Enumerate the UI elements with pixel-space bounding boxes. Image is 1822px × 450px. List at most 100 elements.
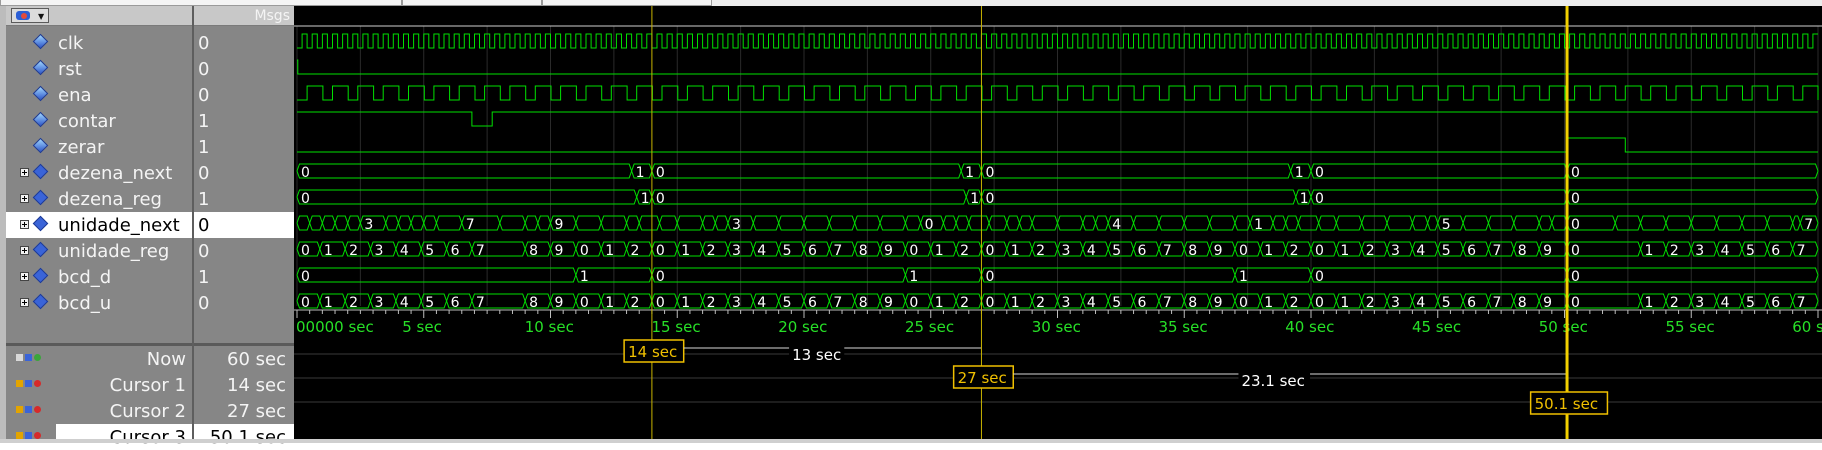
wave-menu-button[interactable]: ▼ [11, 8, 49, 23]
wave-dezena-reg-segment[interactable] [1310, 189, 1568, 205]
wave-unidade-next-segment[interactable] [803, 215, 830, 231]
wave-unidade-next-segment[interactable] [1386, 215, 1413, 231]
plus-box-icon[interactable] [20, 246, 29, 255]
wave-unidade-next-segment[interactable] [1640, 215, 1667, 231]
wave-bcd-d-segment[interactable] [1310, 267, 1568, 283]
wave-unidade-next-segment[interactable] [778, 215, 805, 231]
wave-unidade-next-segment[interactable] [879, 215, 906, 231]
wave-unidade-next-segment[interactable] [828, 215, 856, 231]
wave-dezena-next-segment[interactable] [296, 163, 633, 179]
wave-dezena-next-segment[interactable] [651, 163, 962, 179]
wave-bcd-d-segment[interactable] [296, 267, 577, 283]
plus-box-icon[interactable] [20, 194, 29, 203]
wave-clk[interactable] [297, 33, 1818, 49]
wave-unidade-next-segment[interactable] [955, 215, 970, 231]
signal-value-zerar[interactable]: 1 [194, 134, 294, 160]
cursor-time-box-1[interactable] [623, 339, 685, 363]
wave-unidade-next-segment[interactable] [1792, 215, 1801, 231]
wave-unidade-next-segment[interactable] [988, 215, 1008, 231]
now-row[interactable]: Now [6, 346, 192, 372]
wave-unidade-next-segment[interactable] [714, 215, 729, 231]
delete-icon[interactable] [34, 380, 41, 387]
signal-row-dezena-next[interactable]: dezena_next [6, 160, 192, 186]
wave-unidade-next-segment[interactable] [1133, 215, 1160, 231]
wave-unidade-reg-segment[interactable] [1792, 241, 1819, 257]
wave-unidade-next-segment[interactable] [626, 215, 640, 231]
wave-unidade-next-segment[interactable] [752, 215, 780, 231]
wave-unidade-next-segment[interactable] [1031, 215, 1059, 231]
signal-value-ena[interactable]: 0 [194, 82, 294, 108]
wave-bcd-d-segment[interactable] [1566, 267, 1819, 283]
signal-value-dezena-next[interactable]: 0 [194, 160, 294, 186]
now-value[interactable]: 60 sec [194, 346, 294, 372]
top-tab-2[interactable] [402, 0, 542, 6]
wave-unidade-next-segment[interactable] [397, 215, 412, 231]
wave-unidade-next-segment[interactable] [321, 215, 336, 231]
signal-row-dezena-reg[interactable]: dezena_reg [6, 186, 192, 212]
wave-unidade-next-segment[interactable] [1690, 215, 1718, 231]
wave-unidade-next-segment[interactable] [435, 215, 463, 231]
wrench-icon[interactable] [25, 406, 32, 413]
add-cursor-icon[interactable] [34, 354, 41, 361]
wave-unidade-next-segment[interactable] [968, 215, 990, 231]
wrench-icon[interactable] [25, 432, 32, 439]
wave-dezena-reg-segment[interactable] [980, 189, 1297, 205]
wave-unidade-next-segment[interactable] [1056, 215, 1084, 231]
signal-row-rst[interactable]: rst [6, 56, 192, 82]
wave-unidade-next-segment[interactable] [942, 215, 957, 231]
lock-icon[interactable] [16, 432, 23, 439]
signal-value-bcd-d[interactable]: 1 [194, 264, 294, 290]
wave-unidade-next-segment[interactable] [1297, 215, 1320, 231]
wave-unidade-next-segment[interactable] [296, 215, 311, 231]
signal-value-dezena-reg[interactable]: 1 [194, 186, 294, 212]
signal-row-ena[interactable]: ena [6, 82, 192, 108]
wave-dezena-reg-segment[interactable] [296, 189, 638, 205]
wave-contar[interactable] [297, 111, 1818, 127]
wave-unidade-next-segment[interactable] [1335, 215, 1363, 231]
wave-unidade-next-segment[interactable] [1082, 215, 1097, 231]
wave-unidade-next-segment[interactable] [499, 215, 526, 231]
wave-unidade-next-segment[interactable] [676, 215, 704, 231]
wave-unidade-next-segment[interactable] [702, 215, 716, 231]
wrench-icon[interactable] [25, 380, 32, 387]
wave-unidade-next-segment[interactable] [1427, 215, 1439, 231]
wave-dezena-next-segment[interactable] [1566, 163, 1819, 179]
horizontal-scrollbar[interactable] [0, 439, 1822, 443]
wave-unidade-next-segment[interactable] [638, 215, 661, 231]
bars-icon[interactable] [16, 354, 23, 361]
delete-icon[interactable] [34, 432, 41, 439]
plus-box-icon[interactable] [20, 220, 29, 229]
wave-dezena-reg-segment[interactable] [651, 189, 967, 205]
signal-row-bcd-d[interactable]: bcd_d [6, 264, 192, 290]
wave-unidade-next-segment[interactable] [575, 215, 602, 231]
wave-unidade-next-segment[interactable] [1285, 215, 1299, 231]
wave-unidade-next-segment[interactable] [1158, 215, 1185, 231]
wave-dezena-next-segment[interactable] [1310, 163, 1568, 179]
wave-unidade-next-segment[interactable] [1538, 215, 1553, 231]
signal-row-contar[interactable]: contar [6, 108, 192, 134]
wave-unidade-next-segment[interactable] [1209, 215, 1236, 231]
value-pane-separator[interactable] [194, 343, 294, 346]
plus-box-icon[interactable] [20, 272, 29, 281]
wave-unidade-next-segment[interactable] [1716, 215, 1743, 231]
plus-box-icon[interactable] [20, 168, 29, 177]
wave-unidade-next-segment[interactable] [524, 215, 539, 231]
signal-value-unidade-next[interactable]: 0 [194, 212, 294, 238]
wave-unidade-next-segment[interactable] [334, 215, 349, 231]
cursor-time-box-2[interactable] [952, 365, 1015, 389]
cursor-row-2[interactable]: Cursor 2 [6, 398, 192, 424]
wave-zerar[interactable] [297, 137, 1818, 153]
cursor-row-1[interactable]: Cursor 1 [6, 372, 192, 398]
delete-icon[interactable] [34, 406, 41, 413]
wave-dezena-next-segment[interactable] [980, 163, 1292, 179]
signal-value-clk[interactable]: 0 [194, 30, 294, 56]
signal-value-rst[interactable]: 0 [194, 56, 294, 82]
signal-row-bcd-u[interactable]: bcd_u [6, 290, 192, 316]
wave-unidade-next-segment[interactable] [1462, 215, 1489, 231]
wave-unidade-next-segment[interactable] [1411, 215, 1429, 231]
wave-ena[interactable] [297, 85, 1819, 101]
wave-bcd-d-segment[interactable] [980, 267, 1236, 283]
wave-unidade-next-segment[interactable] [309, 215, 323, 231]
wave-rst[interactable] [297, 59, 1818, 75]
